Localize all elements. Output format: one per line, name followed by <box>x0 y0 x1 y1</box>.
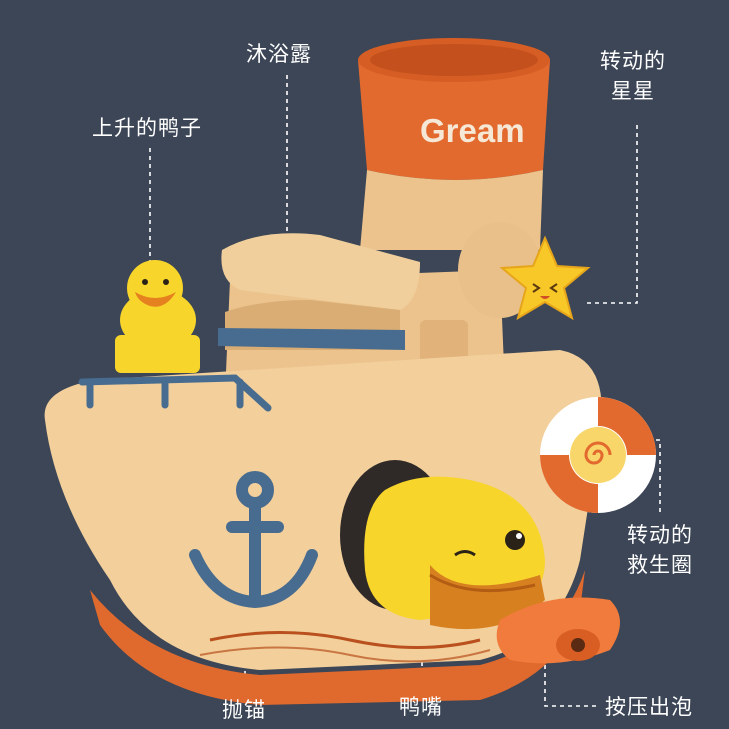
label-rotating-star-line2: 星星 <box>611 79 655 103</box>
label-rotating-star: 转动的 星星 <box>600 46 666 106</box>
press-bubble-pump <box>496 597 620 664</box>
rising-duck <box>115 260 200 373</box>
label-duck-mouth: 鸭嘴 <box>399 695 443 719</box>
brand-logo: Gream <box>420 112 525 149</box>
label-rotating-ring: 转动的 救生圈 <box>627 520 693 580</box>
label-rotating-ring-line1: 转动的 <box>627 523 693 547</box>
anchor-emblem <box>189 471 318 609</box>
chimney: Gream <box>358 38 550 250</box>
label-shower: 沐浴露 <box>246 42 312 66</box>
leader-line-press-bubbles <box>544 665 598 707</box>
deck-rail <box>78 374 272 412</box>
life-ring <box>540 397 656 513</box>
rotating-star <box>458 222 591 321</box>
label-rotating-ring-line2: 救生圈 <box>627 553 693 577</box>
label-rising-duck: 上升的鸭子 <box>92 116 202 140</box>
label-rotating-star-line1: 转动的 <box>600 49 666 73</box>
label-press-bubbles: 按压出泡 <box>605 695 693 719</box>
label-anchor: 抛锚 <box>222 698 266 722</box>
leader-line-star <box>585 125 638 304</box>
